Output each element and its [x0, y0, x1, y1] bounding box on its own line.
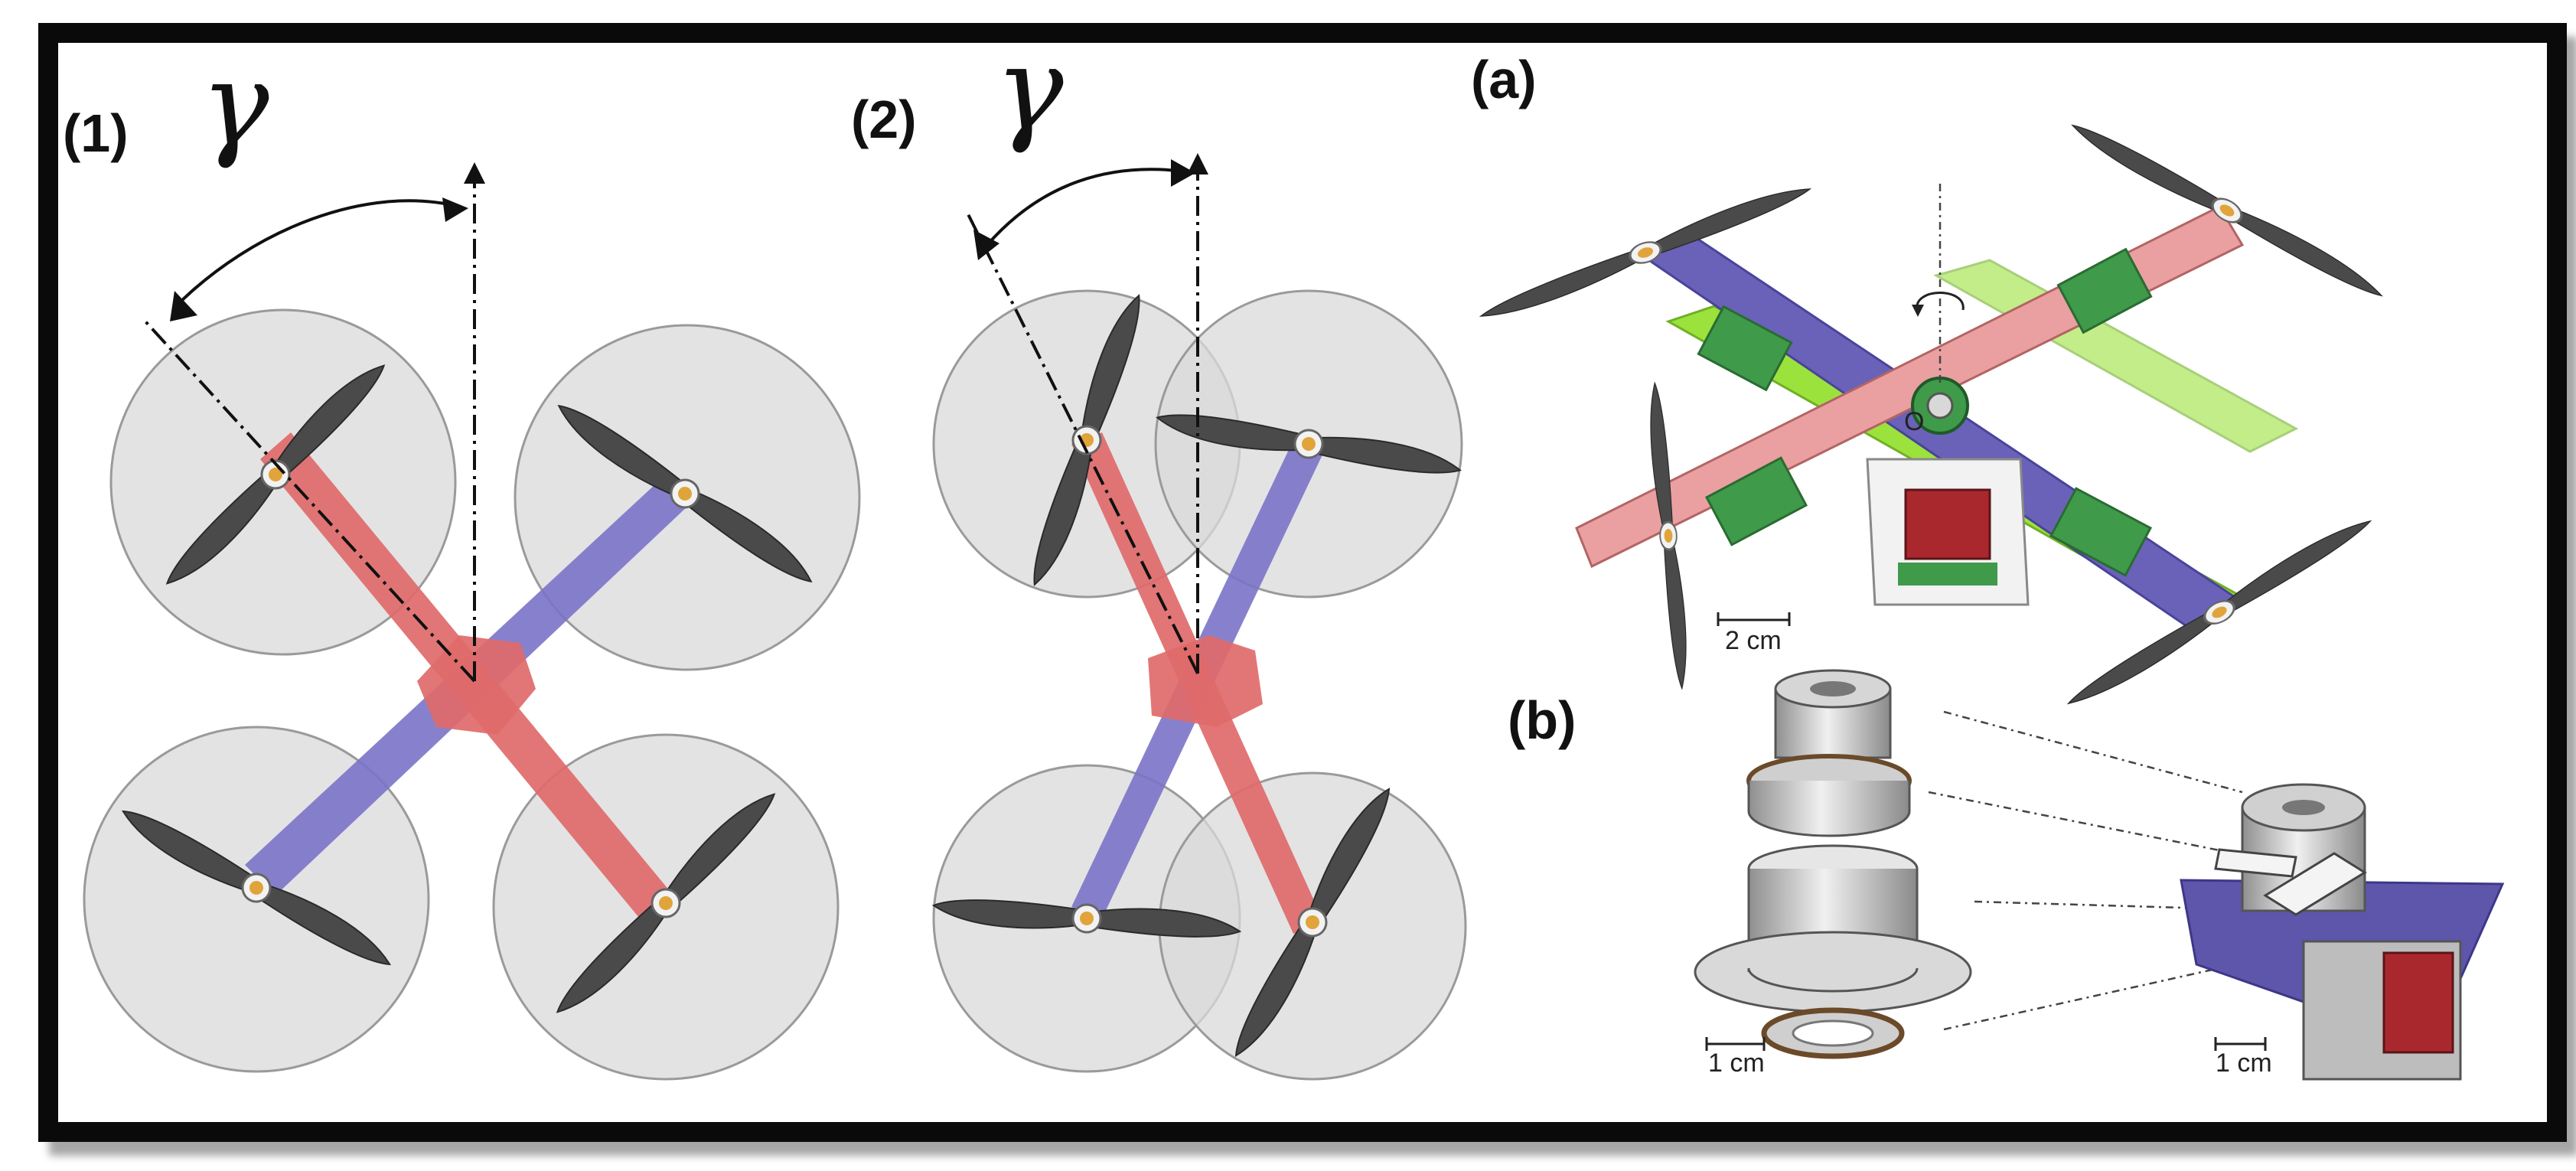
panel-1-gamma-arc — [174, 199, 460, 308]
pcb-board — [2056, 247, 2153, 334]
panel-a-label: (a) — [1471, 50, 1537, 109]
pcb-board — [1704, 456, 1808, 546]
panel-2-arm-axis — [967, 214, 1199, 674]
panel-a: (a) O 2 cm — [1471, 50, 2386, 711]
panel-a-pcb — [1898, 563, 1997, 586]
pcb-board — [1697, 305, 1793, 392]
rotation-arrow-icon — [1916, 292, 1965, 311]
panel-b-scale-bar-right — [2214, 1037, 2267, 1051]
panel-2-center-hub — [1148, 635, 1263, 727]
panel-a-scale-label: 2 cm — [1725, 626, 1782, 655]
panel-1-gamma-symbol: γ — [201, 38, 269, 171]
housing-flange — [1694, 931, 1972, 1013]
panel-1-label: (1) — [63, 103, 129, 163]
center-point-label: O — [1904, 407, 1924, 436]
leader-lines — [1928, 710, 2243, 1031]
arrowhead-icon — [170, 291, 197, 321]
panel-b-scale-label-left: 1 cm — [1708, 1049, 1765, 1078]
arrowhead-icon — [1187, 153, 1208, 175]
panel-b-scale-label-right: 1 cm — [2216, 1049, 2272, 1078]
panel-a-scale-bar — [1717, 612, 1791, 626]
panel-2-label: (2) — [851, 90, 917, 149]
assembled-module — [2180, 783, 2505, 1081]
servo-horn — [2214, 848, 2297, 878]
arrowhead-icon — [464, 162, 485, 184]
exploded-bearing-assembly — [1694, 669, 1972, 1059]
panel-b-scale-bar-left — [1705, 1037, 1766, 1051]
panel-1: (1) γ — [63, 38, 861, 1081]
arrowhead-icon — [442, 197, 468, 222]
panel-1-center-hub — [417, 635, 536, 735]
panel-2: (2) γ — [851, 23, 1467, 1081]
panel-2-gamma-symbol: γ — [995, 23, 1064, 156]
servo-label-plate — [2382, 951, 2454, 1054]
arrowhead-icon — [973, 230, 999, 260]
arrowhead-icon — [1171, 159, 1195, 187]
panel-b: (b) — [1508, 669, 2505, 1081]
panel-a-servo — [1904, 488, 1991, 560]
panel-b-label: (b) — [1508, 690, 1576, 750]
servo-horn — [2263, 852, 2367, 916]
pcb-board — [2049, 487, 2153, 577]
panel-1-arm-axis — [144, 320, 476, 683]
panel-2-gamma-arc — [986, 168, 1191, 246]
